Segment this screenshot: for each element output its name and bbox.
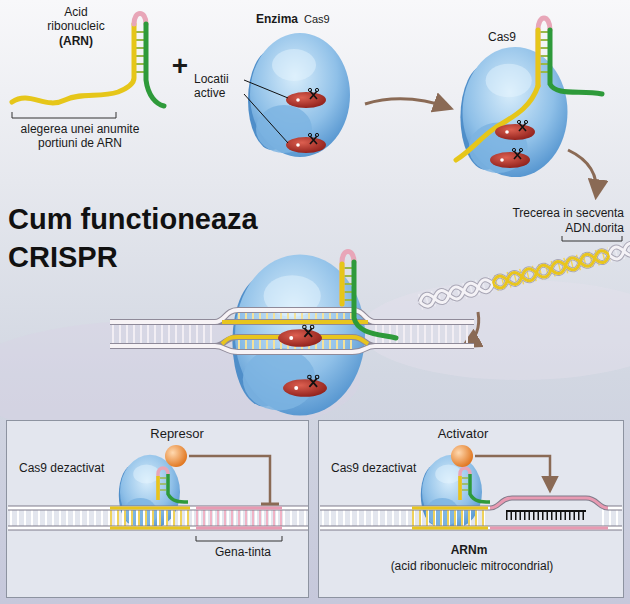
mrna-note: (acid ribonucleic mitrocondrial) <box>347 559 597 573</box>
repressor-label: Represor <box>127 426 227 442</box>
active-sites-label: Locatii active <box>194 72 242 100</box>
dead-cas9-label: Cas9 dezactivat <box>19 461 104 475</box>
enzyme-name: Cas9 <box>488 30 516 44</box>
target-dna-label: Trecerea in secventa ADN.dorita <box>488 206 624 236</box>
target-gene-label: Gena-tinta <box>191 545 295 559</box>
enzyme-name: Cas9 <box>304 13 330 26</box>
plus-sign: + <box>168 50 192 82</box>
bracket-note: alegerea unei anumite portiuni de ARN <box>4 122 156 150</box>
mrna-label: ARNm <box>409 543 529 557</box>
activator-label: Activator <box>413 426 513 442</box>
dead-cas9-label: Cas9 dezactivat <box>331 461 416 475</box>
enzyme-label: Enzima <box>256 12 298 26</box>
rna-abbrev: (ARN) <box>38 34 114 48</box>
mode-panel: RepresorCas9 dezactivatGena-tinta <box>6 420 309 598</box>
rna-label: Acid ribonucleic <box>38 5 114 33</box>
mode-panel: ActivatorCas9 dezactivatARNm (acid ribonu… <box>318 420 624 598</box>
diagram-title: Cum functioneaza CRISPR <box>8 200 270 276</box>
